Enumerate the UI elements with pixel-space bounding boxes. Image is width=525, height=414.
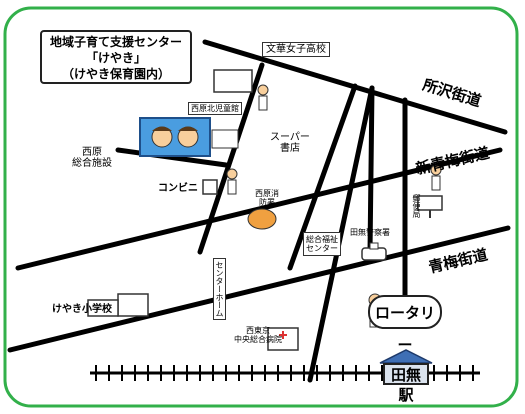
label-bookstore: 書店 xyxy=(279,143,300,154)
label-supermarket: スーパー xyxy=(270,132,310,143)
road-ome xyxy=(7,225,511,353)
road-nishihara xyxy=(115,147,229,168)
station-label: 田無駅 xyxy=(383,363,429,404)
post-office-icon xyxy=(417,195,443,218)
label-nishihara-kita-jidokan: 西原北児童館 xyxy=(188,102,242,115)
road-a xyxy=(197,62,265,255)
label-hospital: 西東京 中央総合病院 xyxy=(234,326,282,344)
fire-station-icon xyxy=(247,208,277,230)
jidokan-building xyxy=(211,129,239,149)
label-nishihara-complex: 西原 総合施設 xyxy=(72,147,112,169)
label-keyaki-elementary: けやき小学校 xyxy=(52,304,112,315)
label-center-home: センターホーム xyxy=(213,258,226,320)
rotary-label: ロータリー xyxy=(368,295,442,354)
label-sogo-fukushi-center: 総合福祉 センター xyxy=(303,232,341,256)
road-b xyxy=(287,83,358,271)
road-c xyxy=(307,85,375,383)
label-tanashi-police: 田無警察署 xyxy=(350,228,390,237)
callout-line-3: （けやき保育園内） xyxy=(61,67,170,81)
label-sogo-fukushi: 総合福祉 xyxy=(306,235,338,244)
label-convenience: コンビニ xyxy=(158,183,198,194)
hospital-icon xyxy=(267,327,299,351)
convenience-store-box xyxy=(202,179,218,195)
label-hospital-line-2: 中央総合病院 xyxy=(234,335,282,344)
label-center: センター xyxy=(306,244,338,253)
callout-line-1: 地域子育て支援センター xyxy=(49,35,182,49)
label-bunka-girls-high: 文華女子高校 xyxy=(262,42,330,57)
label-hospital-line-1: 西東京 xyxy=(246,326,270,335)
callout-line-2: 「けやき」 xyxy=(85,51,146,65)
label-post-office: 郵便局 xyxy=(412,194,421,218)
label-nishihara-fire: 西原消防署 xyxy=(255,189,279,207)
keyaki-nursery-icon xyxy=(139,117,211,157)
label-nishihara: 西原 xyxy=(82,147,102,158)
label-supermarket-bookstore: スーパー 書店 xyxy=(270,132,310,154)
school-building-icon xyxy=(87,69,253,317)
police-car-icon xyxy=(361,242,387,261)
road-e xyxy=(367,85,375,255)
label-complex-facility: 総合施設 xyxy=(72,158,112,169)
keyaki-callout: 地域子育て支援センター 「けやき」 （けやき保育園内） xyxy=(40,30,192,84)
